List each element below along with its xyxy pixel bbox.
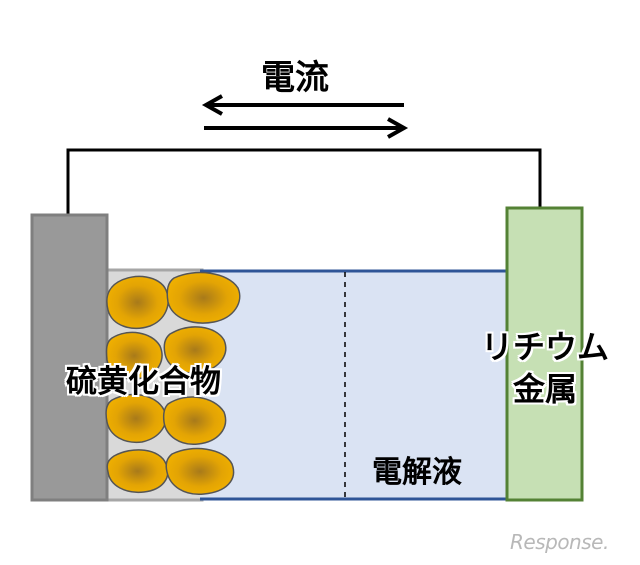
sulfur-particle bbox=[106, 449, 169, 494]
sulfur-particle bbox=[106, 275, 169, 330]
lithium-anode bbox=[505, 206, 584, 502]
electrolyte-label: 電解液 bbox=[372, 455, 462, 490]
sulfur-compound-label: 硫黄化合物 bbox=[66, 364, 221, 400]
sulfur-particle bbox=[163, 326, 227, 374]
lithium-metal-label-line1: リチウム bbox=[480, 328, 609, 366]
sulfur-particle bbox=[162, 396, 227, 445]
response-watermark: Response. bbox=[510, 530, 609, 554]
sulfur-particle bbox=[105, 331, 163, 380]
sulfur-particle bbox=[105, 393, 167, 444]
sulfur-particle bbox=[165, 447, 235, 495]
sulfur-particle bbox=[166, 271, 241, 324]
electrolyte-region bbox=[200, 270, 508, 500]
current-arrow-left bbox=[201, 94, 404, 116]
lithium-metal-label-line2: 金属 bbox=[512, 370, 577, 408]
current-label: 電流 bbox=[261, 58, 329, 98]
lithium-metal-label: リチウム 金属 bbox=[470, 326, 620, 410]
current-arrow-right bbox=[204, 117, 409, 139]
sulfur-particles bbox=[105, 271, 241, 495]
circuit-wire bbox=[66, 148, 542, 215]
